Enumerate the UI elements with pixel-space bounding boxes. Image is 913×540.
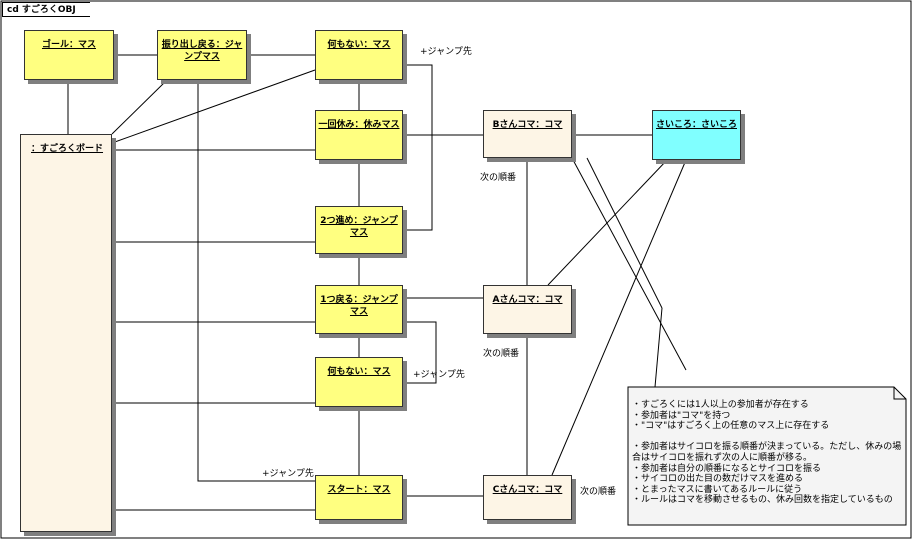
object-saikoro[interactable]: さいころ：さいころ (652, 110, 741, 160)
object-hitotsu-modoru[interactable]: 1つ戻る：ジャンプマス (315, 285, 403, 334)
object-start[interactable]: スタート：マス (315, 475, 403, 520)
note-line: ・ルールはコマを移動させるもの、休み回数を指定しているもの (632, 495, 893, 506)
note-line: ・参加者は"コマ"を持つ (632, 410, 731, 421)
jump-label-2: +ジャンプ先 (413, 370, 465, 380)
note-line: ・とまったマスに書いてあるルールに従う (632, 484, 803, 495)
object-futatsu-susume[interactable]: 2つ進め：ジャンプマス (315, 206, 403, 254)
object-a-koma[interactable]: Aさんコマ：コマ (483, 285, 572, 334)
object-c-koma[interactable]: Cさんコマ：コマ (483, 475, 572, 520)
note-fold (893, 387, 906, 400)
object-goal[interactable]: ゴール：マス (24, 30, 114, 80)
object-furidashi-modoru[interactable]: 振り出し戻る：ジャンプマス (157, 30, 247, 80)
object-sugoroku-board[interactable]: ：すごろくボード (20, 134, 112, 532)
links (67, 54, 687, 511)
diagram-title: cd すごろくOBJ (7, 5, 76, 15)
note-line: 合はサイコロを振れず次の人に順番が移る。 (632, 452, 813, 463)
object-nanimonai-2[interactable]: 何もない：マス (315, 357, 403, 407)
note-line: ・"コマ"はすごろく上の任意のマス上に存在する (632, 421, 830, 432)
order-label-2: 次の順番 (483, 349, 520, 359)
order-label-3: 次の順番 (580, 487, 617, 497)
note-line: ・サイコロの出た目の数だけマスを進める (632, 474, 804, 485)
note-line: ・すごろくには1人以上の参加者が存在する (632, 400, 809, 410)
note-line: ・参加者は自分の順番になるとサイコロを振る (632, 463, 822, 474)
order-label-1: 次の順番 (480, 173, 517, 183)
note-line: ・参加者はサイコロを振る順番が決まっている。ただし、休みの場 (632, 442, 902, 453)
jump-label-1: +ジャンプ先 (420, 47, 472, 57)
note-text: ・すごろくには1人以上の参加者が存在する ・参加者は"コマ"を持つ ・"コマ"は… (632, 400, 904, 506)
note-line (632, 432, 904, 443)
diagram-tab: cd すごろくOBJ (2, 2, 90, 17)
object-ikkai-yasumi[interactable]: 一回休み：休みマス (315, 110, 403, 160)
note-shape (627, 386, 907, 526)
jump-label-3: +ジャンプ先 (262, 469, 314, 479)
object-nanimonai-1[interactable]: 何もない：マス (315, 30, 403, 80)
object-b-koma[interactable]: Bさんコマ：コマ (483, 110, 572, 158)
